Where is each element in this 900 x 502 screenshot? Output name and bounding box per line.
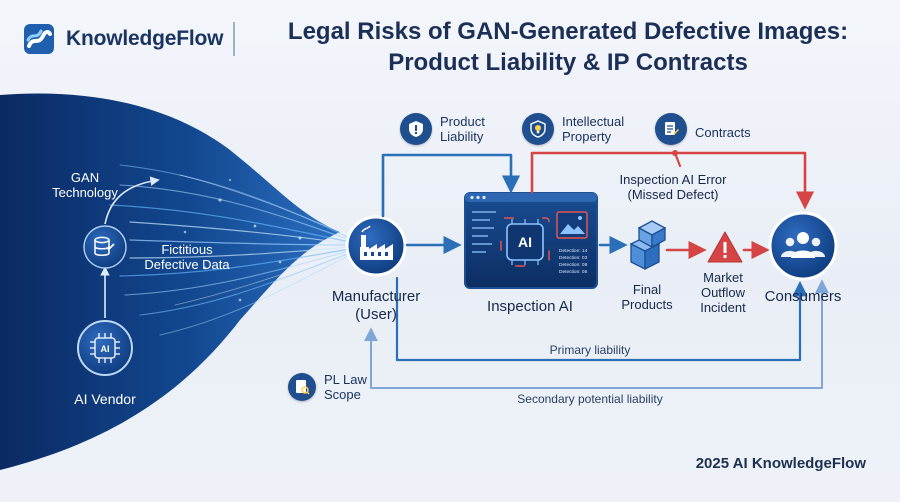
final-products-label: Final Products [612,282,682,312]
manufacturer-label-line: Manufacturer [331,288,421,305]
gan-label-line: GAN [70,170,100,185]
brand: KnowledgeFlow [22,22,223,56]
database-icon [94,236,115,256]
gan-label-line: Technology [52,185,118,200]
header-divider [233,22,235,56]
legend-label: Property [562,129,612,144]
gan-technology-label: GAN Technology [40,170,130,200]
warning-shield-icon [400,113,432,145]
title-line-1: Legal Risks of GAN-Generated Defective I… [287,18,849,45]
brand-name: KnowledgeFlow [66,27,224,50]
legend-label: Liability [440,129,484,144]
inspection-error-label: Inspection AI Error (Missed Defect) [598,172,748,202]
database-node [83,225,127,269]
pl-scope-line: PL Law [324,372,367,387]
secondary-liability-label: Secondary potential liability [517,392,663,406]
final-products-icon [629,220,667,271]
final-products-label-line: Products [621,297,673,312]
fictitious-label-line: Fictitious [161,242,213,257]
lightbulb-shield-icon [522,113,554,145]
pl-law-scope: PL Law Scope [288,372,367,402]
top-blue-loop-arrow [381,153,521,218]
error-label-line: (Missed Defect) [627,187,719,202]
manufacturer-label-line: (User) [355,306,397,323]
error-label-line: Inspection AI Error [619,172,727,187]
pl-document-icon [288,373,316,401]
market-label-line: Outflow [700,285,746,300]
factory-icon [360,225,393,260]
fictitious-data-label: Fictitious Defective Data [132,242,242,272]
market-label-line: Incident [700,300,746,315]
market-warning-icon [707,231,743,263]
error-red-arrow [530,151,815,210]
secondary-liability-arrow [364,279,829,389]
final-products-label-line: Final [632,282,662,297]
footer-credit: 2025 AI KnowledgeFlow [695,455,866,472]
title-line-2: Product Liability & IP Contracts [388,49,748,76]
legend-label: Product [440,114,485,129]
primary-liability-label: Primary liability [549,343,631,357]
detection-line: Detection: 14 [559,248,588,254]
consumers-node [768,211,838,281]
detection-line: Detection: 03 [559,255,588,261]
legend-product-liability: Product Liability [400,113,485,145]
db-to-gan-arrow [104,176,160,225]
pl-scope-line: Scope [324,387,361,402]
svg-text:AI: AI [101,344,110,354]
fictitious-label-line: Defective Data [144,257,230,272]
legend-label: Intellectual [562,114,625,129]
data-particles [183,178,302,302]
detection-line: Detection: 05 [559,269,588,275]
legend-intellectual-property: Intellectual Property [522,113,624,145]
people-icon [781,232,825,258]
consumers-label: Consumers [764,288,842,305]
manufacturer-node [345,215,407,277]
ai-chip-icon [90,333,120,363]
error-dot [672,150,678,156]
knowledgeflow-logo-icon [24,24,54,54]
inspection-ai-screen [464,192,598,289]
legend-label: Contracts [695,124,751,140]
flow-arrows [364,151,829,389]
market-label-line: Market [703,270,743,285]
left-wave-panel [0,93,340,471]
ai-vendor-label: AI Vendor [74,391,136,407]
document-pen-icon [655,113,687,145]
data-streams [109,164,351,336]
manufacturer-label: Manufacturer (User) [316,288,436,324]
inspection-ai-label: Inspection AI [487,298,573,315]
detection-line: Detection: 08 [559,262,588,268]
legend-contracts: Contracts [655,113,751,145]
page-title: Legal Risks of GAN-Generated Defective I… [248,16,888,78]
screen-chip-label: AI [518,234,532,250]
market-outflow-label: Market Outflow Incident [688,270,758,315]
ai-vendor-node: AI [77,320,133,376]
